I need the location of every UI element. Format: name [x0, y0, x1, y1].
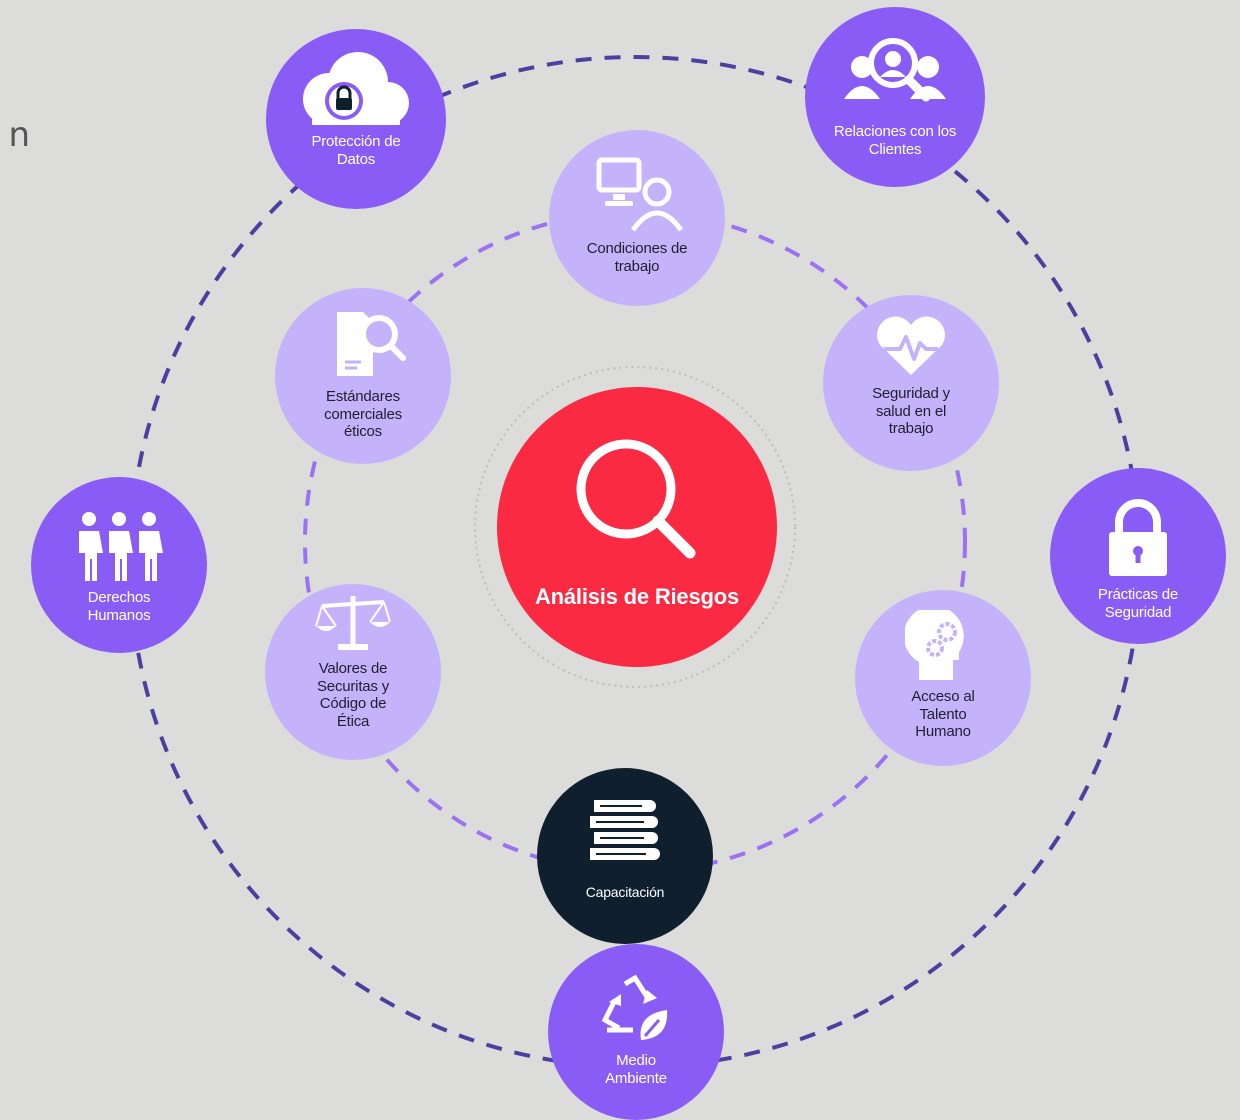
- node-label: Medio Ambiente: [605, 1052, 667, 1087]
- cloud-lock-icon: [303, 52, 409, 125]
- magnifier-icon: [576, 439, 696, 559]
- center-halo-ring: [474, 366, 796, 688]
- node-label: Relaciones con los Clientes: [833, 123, 957, 158]
- node-label: Capacitación: [585, 884, 665, 900]
- node-label: Estándares comerciales éticos: [324, 388, 402, 441]
- node-label: Seguridad y salud en el trabajo: [872, 385, 950, 438]
- node-label: Derechos Humanos: [87, 589, 151, 624]
- padlock-icon: [1109, 499, 1167, 576]
- recycle-leaf-icon: [601, 974, 668, 1040]
- inner-node-condiciones-trabajo: Condiciones de trabajo: [549, 130, 725, 306]
- outer-node-derechos-humanos: Derechos Humanos: [31, 477, 207, 653]
- inner-ring: [303, 210, 967, 874]
- node-label: Condiciones de trabajo: [586, 240, 688, 275]
- people-search-icon: [844, 38, 946, 102]
- outer-node-practicas-seguridad: Prácticas de Seguridad: [1050, 468, 1226, 644]
- inner-node-valores-codigo: Valores de Securitas y Código de Ética: [265, 584, 441, 760]
- node-label: Protección de Datos: [311, 133, 401, 168]
- center-label: Análisis de Riesgos: [534, 584, 740, 609]
- center-node-analisis-riesgos: Análisis de Riesgos: [497, 387, 777, 667]
- inner-node-acceso-talento: Acceso al Talento Humano: [855, 590, 1031, 766]
- people-group-icon: [79, 512, 163, 581]
- inner-node-capacitacion: Capacitación: [537, 768, 713, 944]
- books-icon: [590, 800, 660, 860]
- node-label: Prácticas de Seguridad: [1097, 586, 1179, 621]
- outer-node-proteccion-datos: Protección de Datos: [266, 29, 446, 209]
- computer-user-icon: [596, 157, 684, 232]
- inner-node-estandares-eticos: Estándares comerciales éticos: [275, 288, 451, 464]
- document-search-icon: [337, 312, 406, 376]
- cropped-text-fragment: n: [8, 115, 30, 155]
- heart-pulse-icon: [877, 316, 945, 375]
- outer-node-medio-ambiente: Medio Ambiente: [548, 944, 724, 1120]
- node-label: Acceso al Talento Humano: [911, 688, 975, 741]
- outer-node-relaciones-clientes: Relaciones con los Clientes: [805, 7, 985, 187]
- scales-icon: [315, 596, 391, 650]
- head-gears-icon: [905, 610, 964, 680]
- inner-node-seguridad-salud: Seguridad y salud en el trabajo: [823, 295, 999, 471]
- node-label: Valores de Securitas y Código de Ética: [317, 660, 389, 731]
